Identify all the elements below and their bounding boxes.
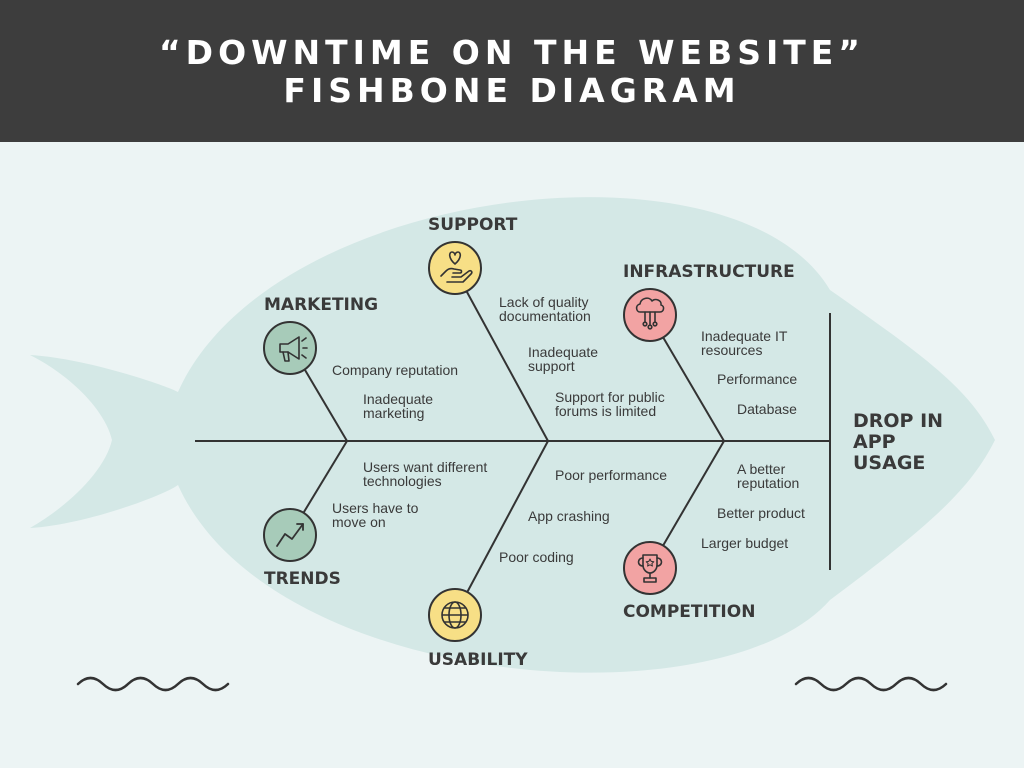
cause-usability-2: App crashing [528,508,610,524]
category-usability: USABILITY [428,650,528,670]
wave-right [794,676,948,692]
bone-support [454,269,549,442]
cause-infrastructure-1: Inadequate IT resources [701,328,788,358]
cause-marketing-2: Inadequate marketing [363,391,434,421]
cause-marketing-1: Company reputation [332,362,459,378]
cause-trends-2: Users have to move on [332,500,419,530]
category-trends: TRENDS [264,569,341,589]
fishbone-diagram [30,197,995,692]
cause-competition-3: Larger budget [701,535,789,551]
cause-trends-1: Users want different technologies [363,459,488,489]
category-support: SUPPORT [428,215,518,235]
bone-usability [454,440,549,616]
fish-tail [30,355,178,528]
effect-label: DROP IN APP USAGE [853,410,944,474]
cause-competition-1: A better reputation [737,461,800,491]
page-title-line-2: FISHBONE DIAGRAM [283,71,741,110]
category-infrastructure: INFRASTRUCTURE [623,262,795,282]
trending-up-icon [263,508,317,562]
cause-usability-1: Poor performance [555,467,668,483]
cause-competition-2: Better product [717,505,805,521]
category-competition: COMPETITION [623,602,756,622]
globe-icon [428,588,482,642]
megaphone-icon [263,321,317,375]
cloud-network-icon [623,288,677,342]
cause-usability-3: Poor coding [499,549,574,565]
wave-left [76,676,230,692]
page-title-line-1: “DOWNTIME ON THE WEBSITE” [158,33,865,72]
trophy-icon [623,541,677,595]
cause-infrastructure-2: Performance [717,371,798,387]
cause-support-2: Inadequate support [528,344,599,374]
header-banner [0,0,1024,142]
category-marketing: MARKETING [264,295,379,315]
cause-support-1: Lack of quality documentation [499,294,591,324]
hand-heart-icon [428,241,482,295]
fish-body [178,197,995,673]
cause-support-3: Support for public forums is limited [555,389,665,419]
cause-infrastructure-3: Database [737,401,797,417]
